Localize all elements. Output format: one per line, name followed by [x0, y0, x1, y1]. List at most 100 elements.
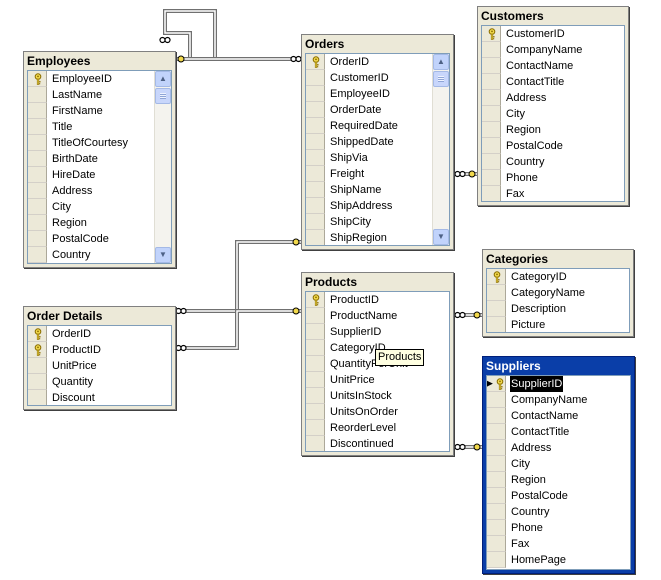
column-row[interactable]: BirthDate	[28, 151, 171, 167]
row-selector[interactable]	[482, 138, 501, 154]
categories-table-title[interactable]: Categories	[486, 252, 549, 266]
column-row[interactable]: SupplierID	[306, 324, 449, 340]
row-selector[interactable]	[482, 42, 501, 58]
row-selector[interactable]	[306, 54, 325, 70]
row-selector[interactable]	[487, 536, 506, 552]
column-row[interactable]: Region	[482, 122, 624, 138]
column-row[interactable]: ContactName	[482, 58, 624, 74]
row-selector[interactable]	[306, 70, 325, 86]
row-selector[interactable]	[306, 166, 325, 182]
row-selector[interactable]	[482, 58, 501, 74]
order-details-table-title[interactable]: Order Details	[27, 309, 103, 323]
row-selector[interactable]	[306, 150, 325, 166]
column-row[interactable]: PostalCode	[482, 138, 624, 154]
column-row[interactable]: ShipVia	[306, 150, 449, 166]
row-selector[interactable]	[482, 170, 501, 186]
column-row[interactable]: City	[482, 106, 624, 122]
row-selector[interactable]	[306, 182, 325, 198]
row-selector[interactable]	[28, 342, 47, 358]
row-selector[interactable]	[487, 269, 506, 285]
column-row[interactable]: TitleOfCourtesy	[28, 135, 171, 151]
row-selector[interactable]	[482, 74, 501, 90]
row-selector[interactable]	[28, 215, 47, 231]
column-row[interactable]: CategoryID	[306, 340, 449, 356]
row-selector[interactable]	[306, 308, 325, 324]
column-row[interactable]: CompanyName	[487, 392, 630, 408]
row-selector[interactable]	[487, 488, 506, 504]
row-selector[interactable]	[28, 231, 47, 247]
row-selector[interactable]	[28, 103, 47, 119]
column-row[interactable]: EmployeeID	[28, 71, 171, 87]
column-row[interactable]: ProductID	[306, 292, 449, 308]
row-selector[interactable]	[306, 102, 325, 118]
row-selector[interactable]	[487, 392, 506, 408]
row-selector[interactable]	[482, 26, 501, 42]
row-selector[interactable]	[482, 122, 501, 138]
column-row[interactable]: CategoryID	[487, 269, 629, 285]
employees-table-title[interactable]: Employees	[27, 54, 91, 68]
column-row[interactable]: UnitPrice	[306, 372, 449, 388]
row-selector[interactable]	[306, 340, 325, 356]
column-row[interactable]: Fax	[482, 186, 624, 201]
column-row[interactable]: Country	[482, 154, 624, 170]
suppliers-table-title[interactable]: Suppliers	[486, 359, 541, 373]
column-row[interactable]: RequiredDate	[306, 118, 449, 134]
column-row[interactable]: Phone	[482, 170, 624, 186]
products-table-title[interactable]: Products	[305, 275, 358, 289]
row-selector[interactable]	[28, 119, 47, 135]
row-selector[interactable]	[306, 404, 325, 420]
row-selector[interactable]	[306, 324, 325, 340]
column-row[interactable]: ReorderLevel	[306, 420, 449, 436]
row-selector[interactable]: ▶	[487, 376, 506, 392]
column-row[interactable]: OrderID	[306, 54, 449, 70]
column-row[interactable]: ShipName	[306, 182, 449, 198]
column-row[interactable]: CustomerID	[482, 26, 624, 42]
row-selector[interactable]	[487, 520, 506, 536]
row-selector[interactable]	[487, 301, 506, 317]
row-selector[interactable]	[482, 154, 501, 170]
orders-scrollbar[interactable]: ▲ ▼	[432, 54, 449, 245]
row-selector[interactable]	[487, 504, 506, 520]
column-row[interactable]: LastName	[28, 87, 171, 103]
column-row[interactable]: Country	[28, 247, 171, 263]
column-row[interactable]: UnitsInStock	[306, 388, 449, 404]
row-selector[interactable]	[306, 118, 325, 134]
column-row[interactable]: ProductID	[28, 342, 171, 358]
row-selector[interactable]	[306, 292, 325, 308]
column-row[interactable]: Description	[487, 301, 629, 317]
scroll-thumb[interactable]	[433, 71, 449, 87]
column-row[interactable]: ShipAddress	[306, 198, 449, 214]
row-selector[interactable]	[487, 440, 506, 456]
row-selector[interactable]	[28, 326, 47, 342]
row-selector[interactable]	[306, 86, 325, 102]
column-row[interactable]: Freight	[306, 166, 449, 182]
scroll-up-icon[interactable]: ▲	[433, 54, 449, 70]
scroll-down-icon[interactable]: ▼	[433, 229, 449, 245]
row-selector[interactable]	[28, 358, 47, 374]
row-selector[interactable]	[306, 388, 325, 404]
row-selector[interactable]	[28, 199, 47, 215]
order-details-orders-relationship-line[interactable]	[176, 240, 301, 313]
column-row[interactable]: Region	[487, 472, 630, 488]
column-row[interactable]: ContactName	[487, 408, 630, 424]
row-selector[interactable]	[306, 214, 325, 230]
column-row[interactable]: ShipRegion	[306, 230, 449, 245]
scroll-thumb[interactable]	[155, 88, 171, 104]
row-selector[interactable]	[306, 420, 325, 436]
column-row[interactable]: PostalCode	[28, 231, 171, 247]
orders-table-title[interactable]: Orders	[305, 37, 345, 51]
column-row[interactable]: CustomerID	[306, 70, 449, 86]
row-selector[interactable]	[306, 134, 325, 150]
row-selector[interactable]	[482, 106, 501, 122]
row-selector[interactable]	[487, 408, 506, 424]
order-details-products-relationship-line[interactable]	[176, 309, 301, 350]
column-row[interactable]: Address	[482, 90, 624, 106]
